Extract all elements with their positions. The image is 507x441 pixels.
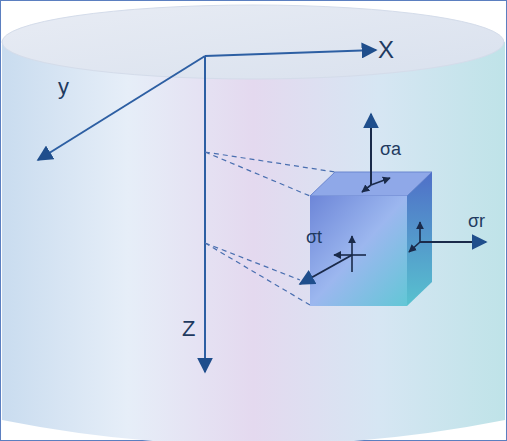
axis-label: X [378,38,394,62]
stress-label: σa [380,140,401,158]
stress-label: σr [468,212,485,230]
stress-label: σt [306,228,322,246]
axis-label: Z [182,318,195,340]
axis-label: y [58,76,69,98]
